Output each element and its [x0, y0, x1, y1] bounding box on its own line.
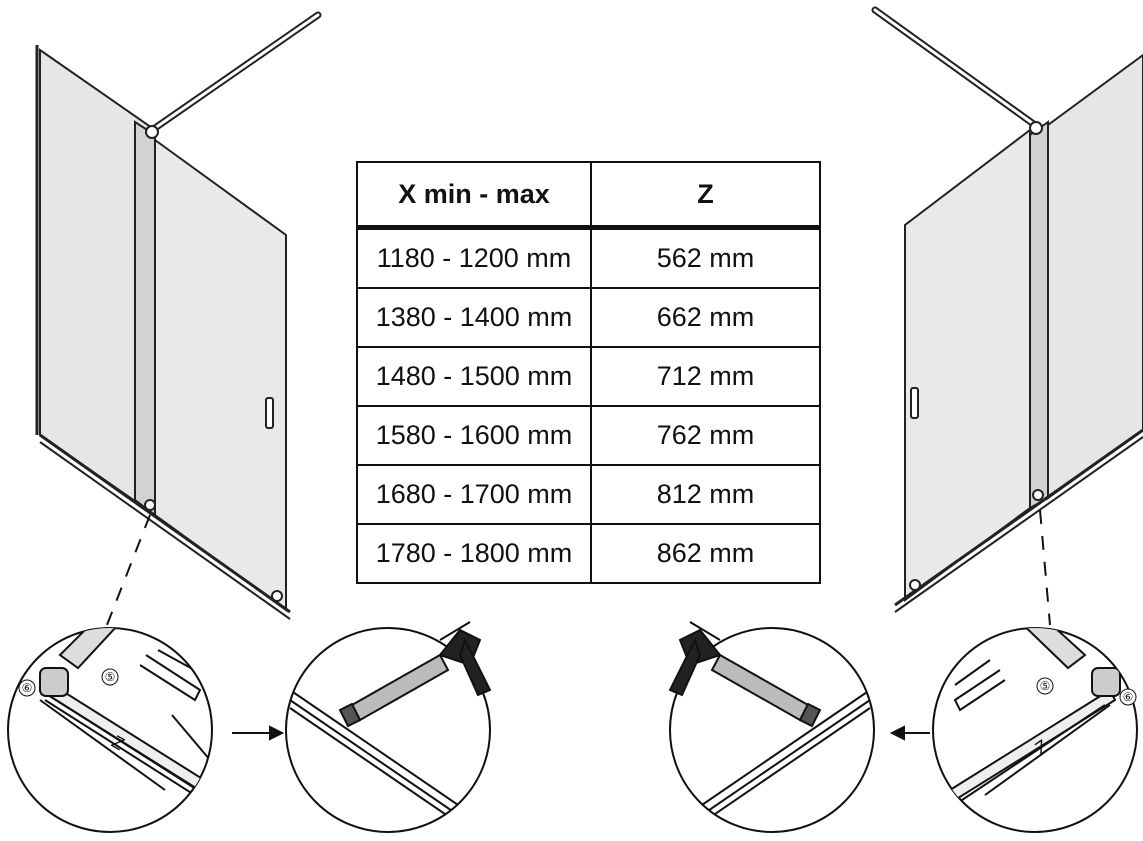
left-sliding-glass-panel [154, 138, 287, 612]
right-shower-screen [871, 6, 1143, 613]
cell-z: 662 mm [590, 287, 821, 348]
cell-x-range: 1680 - 1700 mm [356, 464, 592, 525]
right-sliding-glass-panel [904, 127, 1031, 602]
left-shower-screen [35, 11, 322, 620]
dimension-table: X min - max Z 1180 - 1200 mm 562 mm 1380… [356, 161, 821, 584]
cell-x-range: 1480 - 1500 mm [356, 346, 592, 407]
detail-leader-lines [104, 509, 1051, 631]
sealant-gun-icon-right [668, 621, 822, 728]
cell-z: 812 mm [590, 464, 821, 525]
header-x-range: X min - max [356, 161, 592, 230]
arrow-right [232, 725, 285, 741]
right-center-strip [1029, 120, 1049, 510]
table-row: 1680 - 1700 mm 812 mm [356, 464, 821, 525]
cell-z: 762 mm [590, 405, 821, 466]
header-z: Z [590, 161, 821, 230]
sealant-gun-icon-left [338, 621, 492, 728]
cell-z: 862 mm [590, 523, 821, 584]
detail-circle-measure-left: ⑥ ⑤ Z [7, 627, 213, 833]
table-row: 1180 - 1200 mm 562 mm [356, 226, 821, 289]
cell-z: 562 mm [590, 226, 821, 289]
detail-circle-measure-right: ⑤ ⑥ Z [932, 627, 1138, 833]
cell-z: 712 mm [590, 346, 821, 407]
detail-circle-sealant-right [668, 621, 875, 833]
left-part-label-5: ⑤ [105, 670, 116, 684]
cell-x-range: 1380 - 1400 mm [356, 287, 592, 348]
right-fixed-glass-panel [1047, 53, 1143, 500]
table-header-row: X min - max Z [356, 161, 821, 230]
cell-x-range: 1180 - 1200 mm [356, 226, 592, 289]
right-door-handle [910, 387, 919, 419]
right-part-label-6: ⑥ [1123, 690, 1134, 704]
table-row: 1480 - 1500 mm 712 mm [356, 346, 821, 407]
left-center-strip [134, 120, 156, 517]
cell-x-range: 1780 - 1800 mm [356, 523, 592, 584]
left-door-handle [265, 397, 274, 429]
table-row: 1380 - 1400 mm 662 mm [356, 287, 821, 348]
left-part-label-6: ⑥ [22, 681, 33, 695]
table-row: 1580 - 1600 mm 762 mm [356, 405, 821, 466]
detail-circle-sealant-left [285, 621, 492, 833]
table-row: 1780 - 1800 mm 862 mm [356, 523, 821, 584]
arrow-left [889, 725, 930, 741]
right-part-label-5: ⑤ [1040, 679, 1051, 693]
cell-x-range: 1580 - 1600 mm [356, 405, 592, 466]
